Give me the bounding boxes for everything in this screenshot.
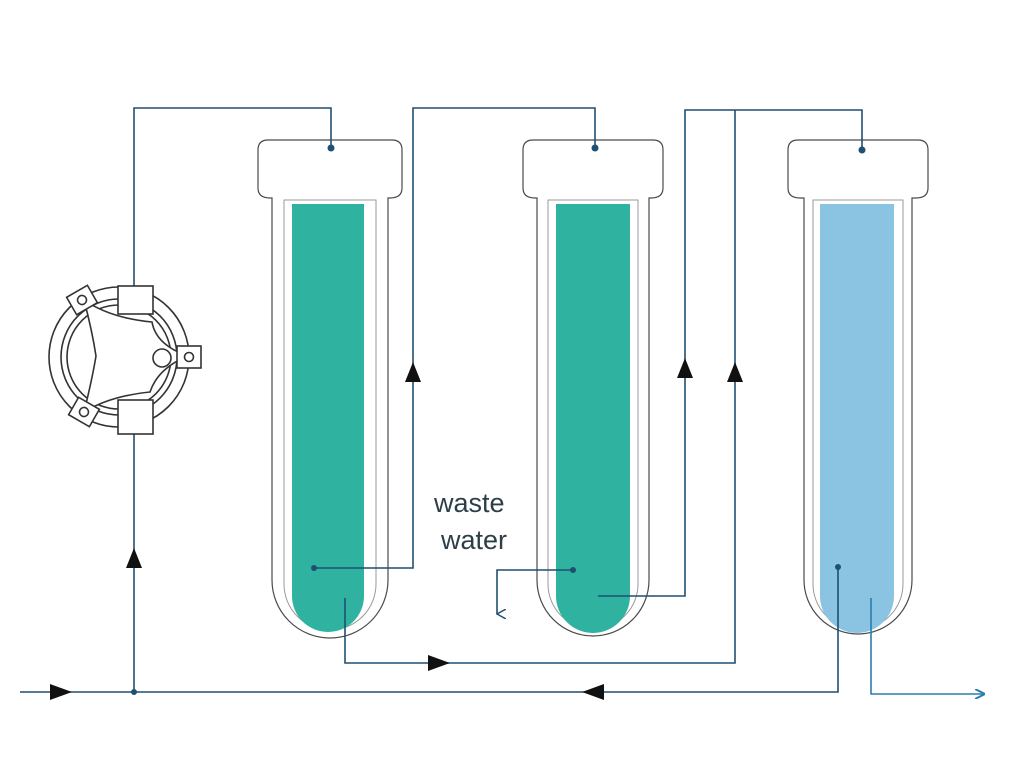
tube-1	[257, 139, 403, 639]
connector-dot	[591, 144, 599, 152]
arrow-left-icon	[582, 684, 604, 700]
connection-dots	[131, 144, 866, 695]
column-1	[292, 204, 364, 632]
column-3	[820, 204, 894, 633]
waste-water-label-line-2: water	[440, 525, 507, 555]
connector-dot	[858, 146, 866, 154]
tube-3	[787, 139, 929, 635]
pipe-return-line	[134, 567, 839, 693]
arrow-up-icon	[126, 548, 142, 568]
arrow-right-icon	[50, 684, 72, 700]
arrow-up-icon	[405, 362, 421, 382]
connector-dot	[311, 565, 317, 571]
peristaltic-pump-icon	[48, 284, 202, 435]
arrow-up-icon	[727, 362, 743, 382]
connector-dot	[570, 567, 576, 573]
flow-arrows	[50, 358, 743, 700]
connector-dot	[835, 564, 841, 570]
pipe-final-outlet	[870, 598, 984, 694]
tube-2	[522, 139, 664, 637]
column-2	[556, 204, 630, 633]
pipe-tube-2-to-tube-3	[598, 109, 863, 597]
connector-dot	[327, 144, 335, 152]
arrow-right-icon	[428, 655, 450, 671]
connector-dot	[131, 689, 137, 695]
pipe-waste-water	[497, 569, 573, 614]
waste-water-label-line-1: waste	[433, 488, 505, 518]
arrow-up-icon	[677, 358, 693, 378]
pipe-tube-1-to-tube-2	[314, 107, 596, 569]
pipe-tube-1-outlet	[344, 110, 736, 664]
